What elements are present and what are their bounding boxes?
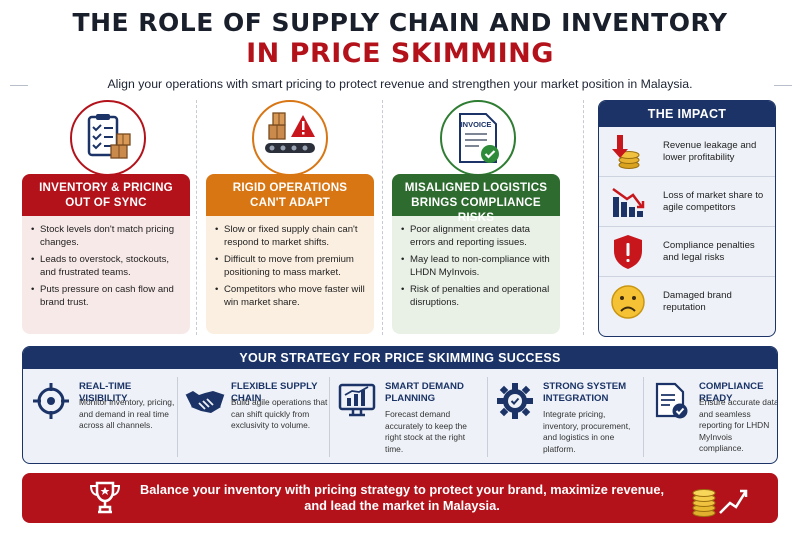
- impact-title: THE IMPACT: [599, 101, 775, 127]
- coins-growth-icon: [688, 477, 752, 519]
- trophy-icon: [86, 479, 124, 517]
- invoice-check-icon: INVOICE: [440, 100, 516, 176]
- column-divider: [583, 100, 584, 335]
- bottom-banner: Balance your inventory with pricing stra…: [22, 473, 778, 523]
- impact-item: Revenue leakage and lower profitability: [599, 127, 775, 177]
- conveyor-warning-icon: [252, 100, 328, 176]
- column-divider: [196, 100, 197, 335]
- subtitle-rule-right: [774, 85, 792, 86]
- page-title-line-2: IN PRICE SKIMMING: [246, 38, 554, 69]
- strategy-item: COMPLIANCE READY Ensure accurate data an…: [647, 369, 777, 463]
- strategy-item: REAL-TIME VISIBILITY Monitor inventory, …: [27, 369, 177, 463]
- strategy-item: SMART DEMAND PLANNING Forecast demand ac…: [333, 369, 483, 463]
- strategy-title: YOUR STRATEGY FOR PRICE SKIMMING SUCCESS: [23, 347, 777, 369]
- strategy-divider: [643, 377, 644, 457]
- strategy-divider: [177, 377, 178, 457]
- problem-card-inventory-pricing: INVENTORY & PRICING OUT OF SYNC Stock le…: [22, 174, 190, 334]
- strategy-item: STRONG SYSTEM INTEGRATION Integrate pric…: [491, 369, 641, 463]
- problem-card-title: MISALIGNED LOGISTICS BRINGS COMPLIANCE R…: [392, 174, 560, 224]
- monitor-chart-icon: [337, 381, 377, 421]
- page-subtitle: Align your operations with smart pricing…: [107, 77, 693, 91]
- handshake-icon: [183, 381, 226, 421]
- warning-shield-icon: [609, 233, 647, 271]
- subtitle-rule-left: [10, 85, 28, 86]
- list-item: Slow or fixed supply chain can't respond…: [215, 224, 365, 249]
- problem-card-title: INVENTORY & PRICING OUT OF SYNC: [22, 174, 190, 216]
- problem-card-rigid-operations: RIGID OPERATIONS CAN'T ADAPT Slow or fix…: [206, 174, 374, 334]
- declining-bar-chart-icon: [609, 183, 647, 221]
- problem-card-misaligned-logistics: MISALIGNED LOGISTICS BRINGS COMPLIANCE R…: [392, 174, 560, 334]
- list-item: Leads to overstock, stockouts, and frust…: [31, 254, 181, 279]
- impact-item: Loss of market share to agile competitor…: [599, 177, 775, 227]
- coins-down-arrow-icon: [609, 133, 647, 171]
- invoice-label: INVOICE: [461, 120, 492, 129]
- list-item: Stock levels don't match pricing changes…: [31, 224, 181, 249]
- column-divider: [382, 100, 383, 335]
- strategy-divider: [329, 377, 330, 457]
- clipboard-boxes-icon: [70, 100, 146, 176]
- strategy-panel: YOUR STRATEGY FOR PRICE SKIMMING SUCCESS…: [22, 346, 778, 464]
- target-crosshair-icon: [31, 381, 71, 421]
- list-item: Poor alignment creates data errors and r…: [401, 224, 551, 249]
- sad-face-icon: [609, 283, 647, 321]
- strategy-item: FLEXIBLE SUPPLY CHAIN Build agile operat…: [179, 369, 329, 463]
- list-item: Risk of penalties and operational disrup…: [401, 284, 551, 309]
- banner-text: Balance your inventory with pricing stra…: [139, 482, 665, 513]
- document-check-icon: [651, 381, 691, 421]
- page-title-line-1: THE ROLE OF SUPPLY CHAIN AND INVENTORY: [72, 8, 728, 37]
- problem-card-title: RIGID OPERATIONS CAN'T ADAPT: [206, 174, 374, 216]
- list-item: May lead to non-compliance with LHDN MyI…: [401, 254, 551, 279]
- strategy-divider: [487, 377, 488, 457]
- gear-check-icon: [495, 381, 535, 421]
- impact-panel: THE IMPACT Revenue leakage and lower pro…: [598, 100, 776, 337]
- impact-item: Damaged brand reputation: [599, 277, 775, 327]
- list-item: Puts pressure on cash flow and brand tru…: [31, 284, 181, 309]
- impact-item: Compliance penalties and legal risks: [599, 227, 775, 277]
- list-item: Difficult to move from premium positioni…: [215, 254, 365, 279]
- list-item: Competitors who move faster will win mar…: [215, 284, 365, 309]
